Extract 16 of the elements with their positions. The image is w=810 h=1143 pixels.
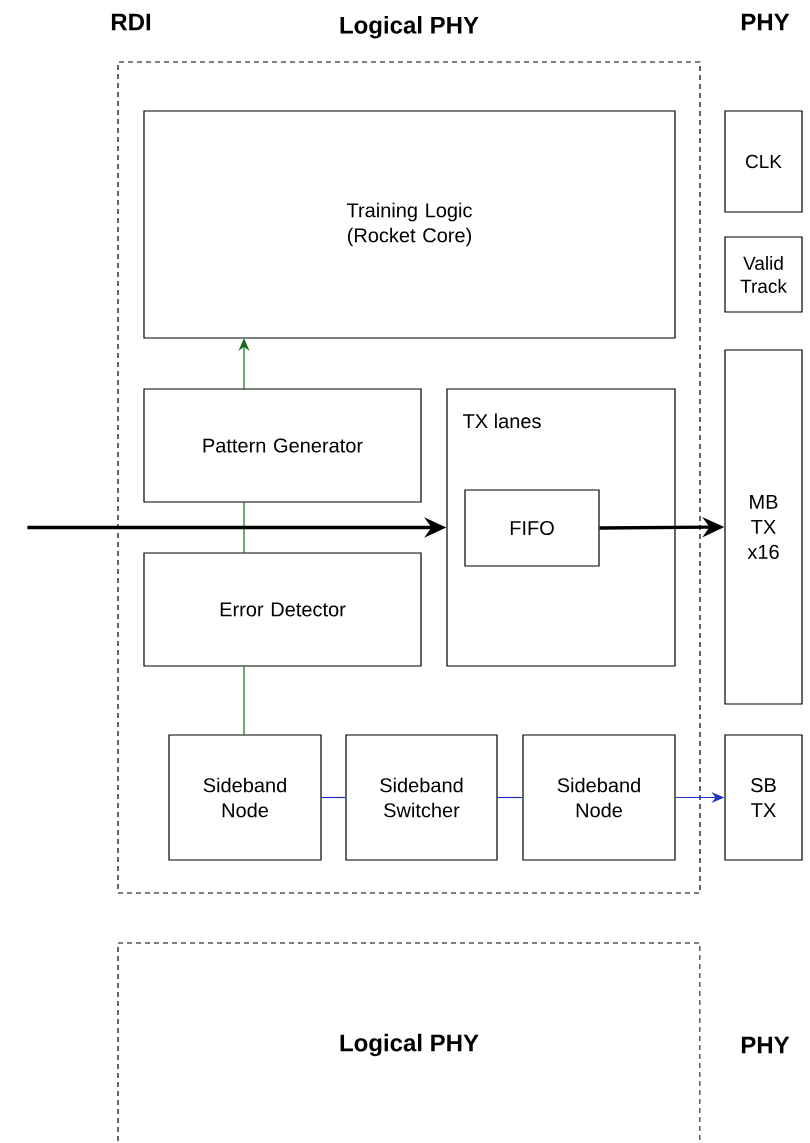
process-box: Pattern Generator [143,388,422,503]
process-box: FIFO [464,489,600,567]
column-heading: PHY [741,13,790,31]
column-heading: RDI [111,13,151,31]
pin-box: CLK [724,110,803,213]
dashed-region: Logical PHY [117,942,701,1143]
process-box: Sideband Switcher [345,734,498,861]
pin-box: MB TX x16 [724,349,803,705]
node-label: Logical PHY [340,16,479,39]
pin-box: Valid Track [724,236,803,313]
process-box: Sideband Node [168,734,322,861]
process-box: Error Detector [143,552,422,667]
process-box: Training Logic (Rocket Core) [143,110,676,339]
pin-box: SB TX [724,734,803,861]
process-box: Sideband Node [522,734,676,861]
column-heading: PHY [741,1036,790,1054]
